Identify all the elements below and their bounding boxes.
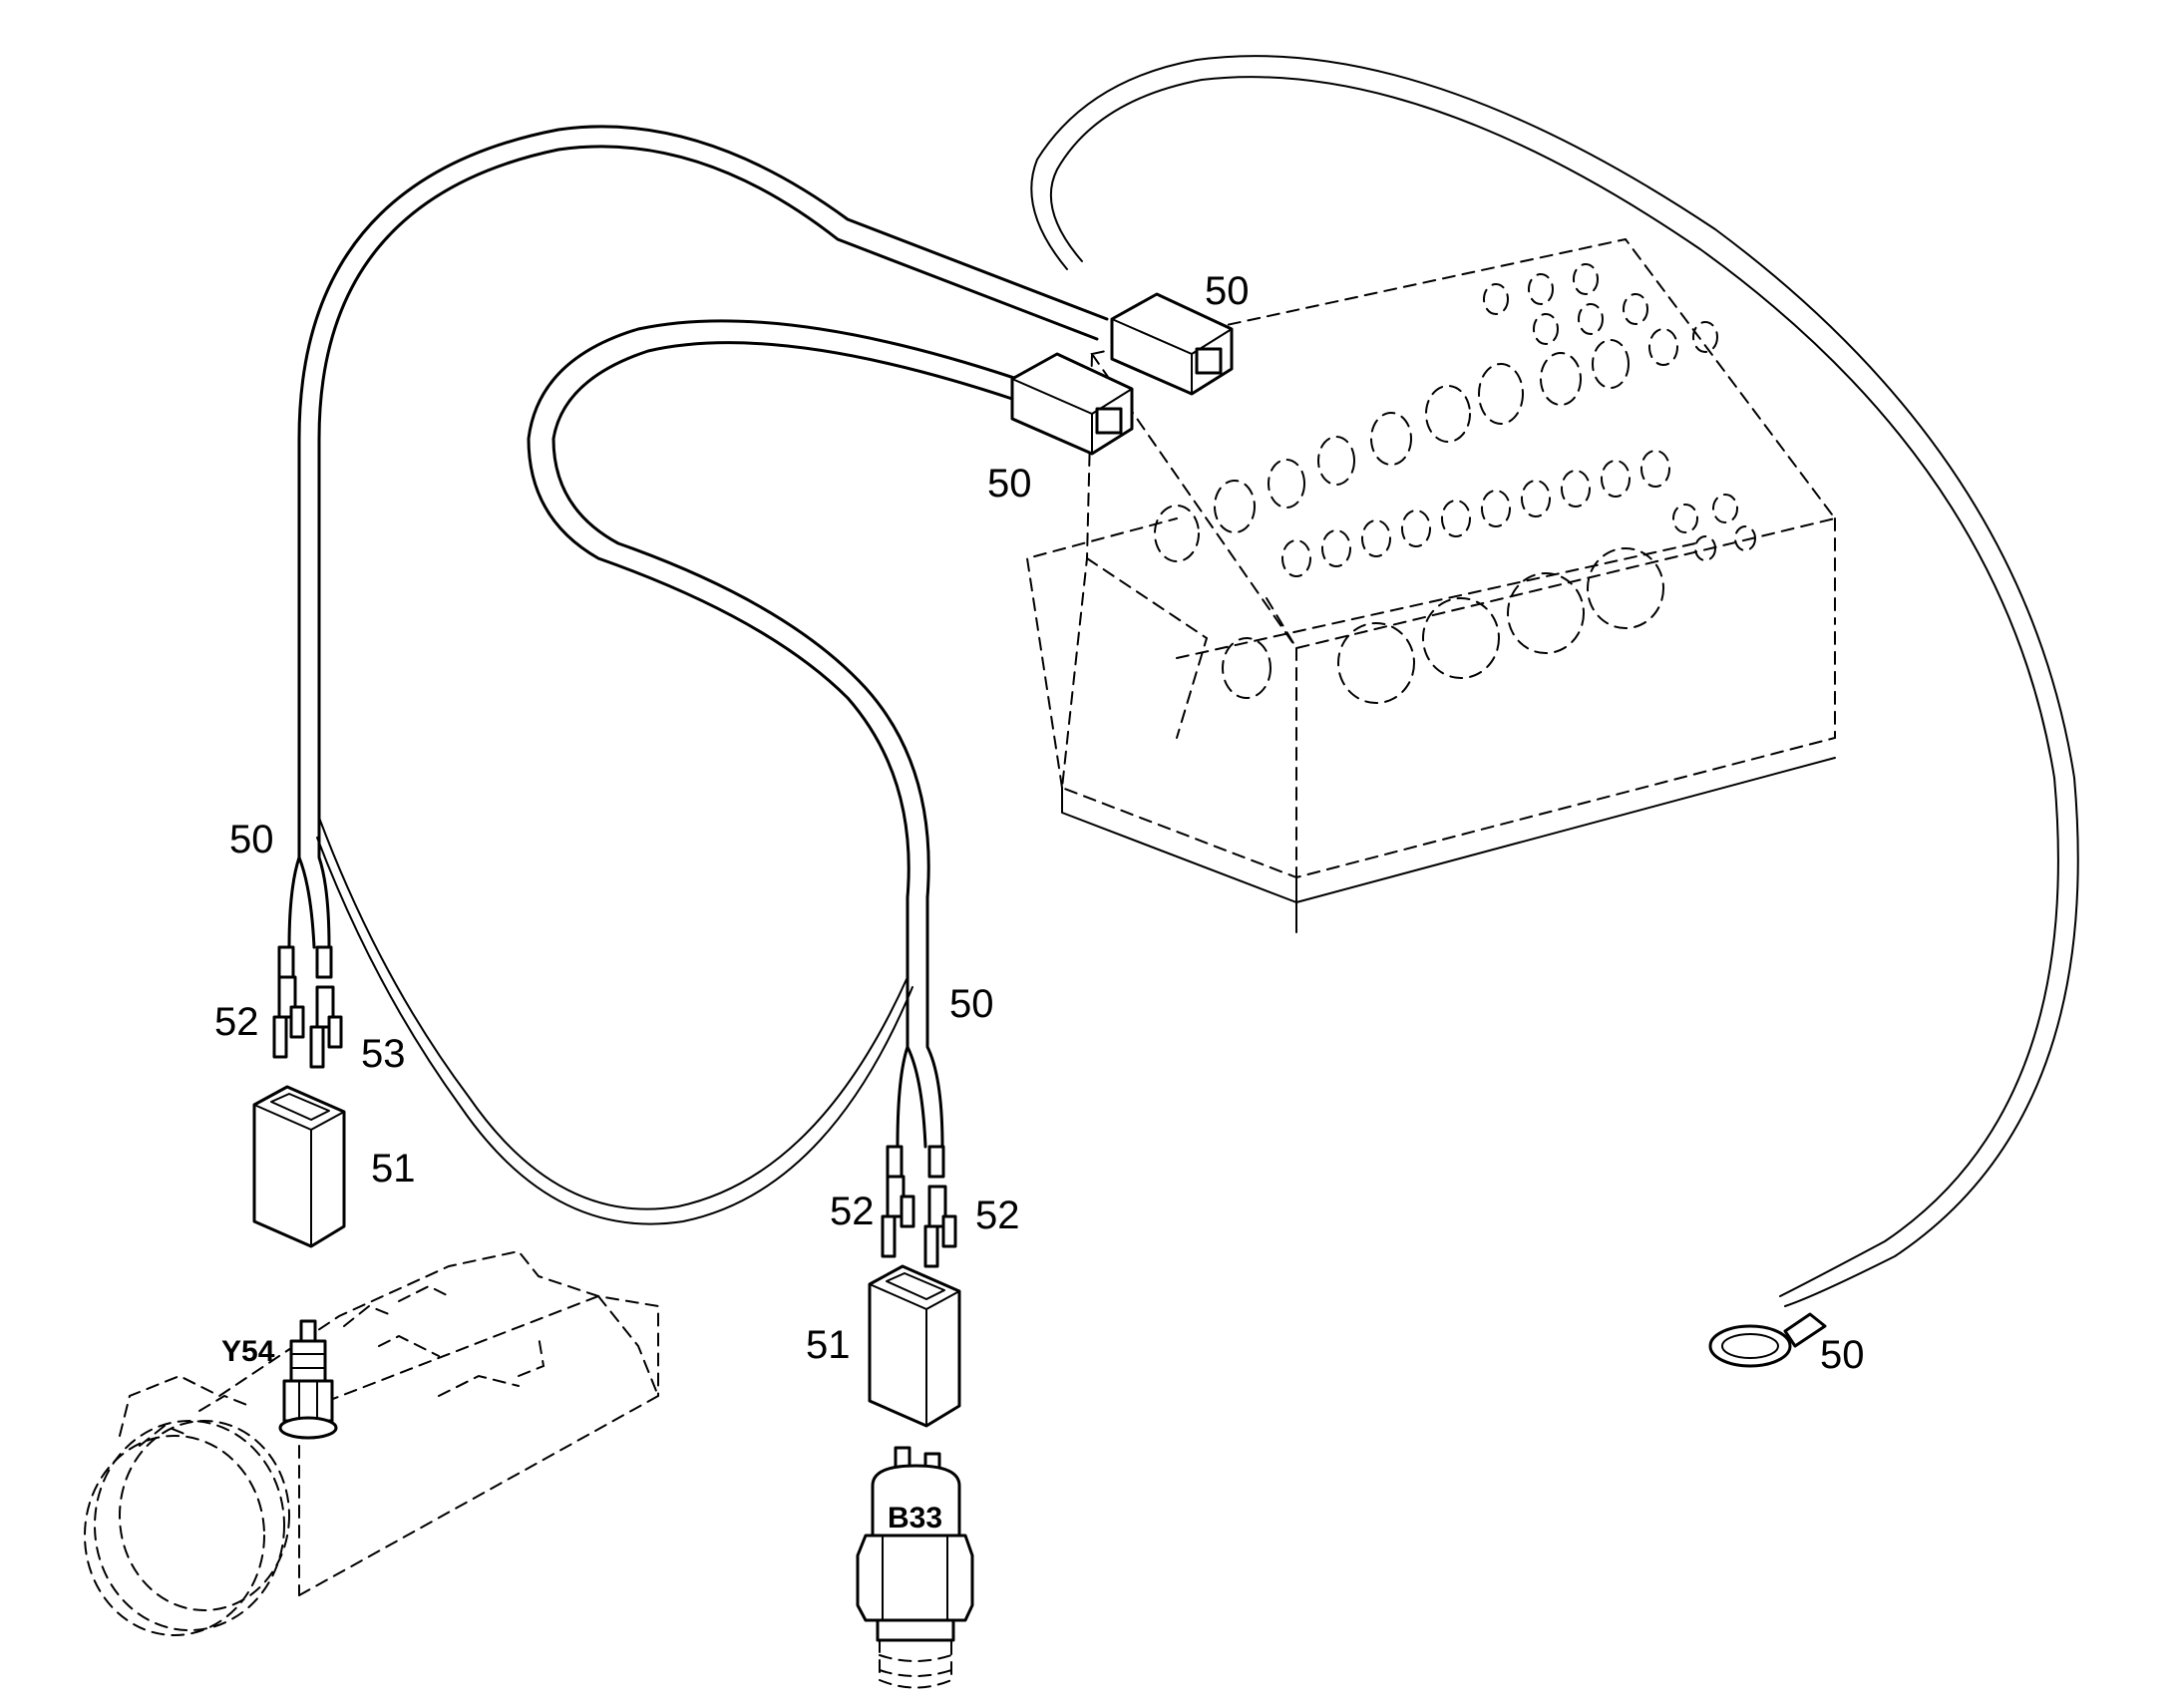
valve-block <box>84 1249 659 1636</box>
label-sensor-b33: B33 <box>888 1502 942 1535</box>
connector-top[interactable] <box>1110 292 1234 396</box>
valve-y54-fitting <box>278 1319 338 1440</box>
callout-housing-center: 51 <box>806 1323 851 1367</box>
callout-mid-connector: 50 <box>987 462 1032 506</box>
left-wire-ends <box>277 796 333 979</box>
callout-center-split: 50 <box>949 982 994 1026</box>
center-wire-ends <box>886 895 945 1179</box>
housing-center[interactable] <box>868 1264 961 1428</box>
callout-terminal-center-a: 52 <box>830 1190 875 1233</box>
instrument-gauges <box>1154 263 1756 704</box>
callout-terminal-left-b: 53 <box>361 1032 406 1076</box>
terminals-left <box>272 975 343 1069</box>
callout-ground-ring: 50 <box>1820 1333 1865 1377</box>
label-valve-y54: Y54 <box>221 1335 275 1368</box>
ground-ring-terminal <box>1708 1312 1827 1368</box>
terminals-center <box>881 1175 957 1268</box>
callout-top-connector: 50 <box>1205 269 1250 313</box>
housing-left[interactable] <box>252 1085 346 1248</box>
connector-mid[interactable] <box>1010 352 1134 456</box>
sensor-b33 <box>856 1446 974 1689</box>
callout-housing-left: 51 <box>371 1147 416 1191</box>
wire-harness <box>297 55 2079 1307</box>
instrument-panel <box>1025 237 1837 933</box>
callout-terminal-center-b: 52 <box>975 1194 1020 1237</box>
callout-terminal-left-a: 52 <box>214 1000 259 1044</box>
callout-left-split: 50 <box>229 818 274 861</box>
